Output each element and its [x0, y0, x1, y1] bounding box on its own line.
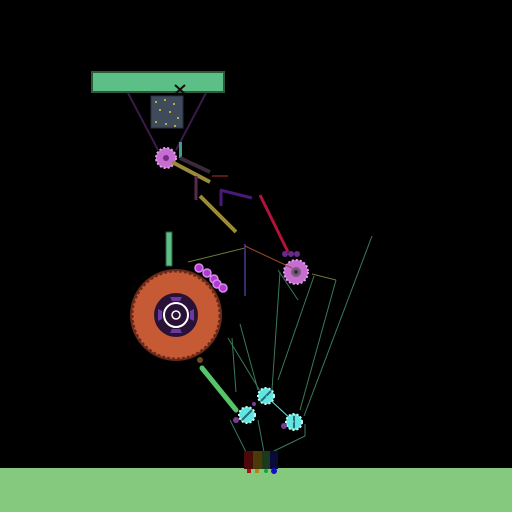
ball [202, 268, 212, 278]
thin-lines-right [227, 235, 373, 453]
marker-green [264, 469, 268, 473]
block-green[interactable] [262, 451, 270, 469]
big-orange-gear[interactable] [130, 269, 222, 361]
close-icon[interactable] [174, 84, 186, 95]
thin-line-1 [187, 247, 246, 263]
crate-speckles [155, 99, 179, 127]
top-platform[interactable] [91, 71, 225, 93]
connector [197, 357, 203, 363]
cyan-gear-1[interactable] [238, 406, 256, 424]
rope-right [175, 92, 207, 151]
marker-red [247, 469, 251, 473]
small-purple-bits [233, 402, 287, 429]
block-dark-red[interactable] [244, 451, 253, 469]
red-rod[interactable] [258, 194, 290, 253]
rope-left [127, 92, 159, 151]
magenta-balls[interactable] [194, 263, 228, 293]
small-pink-gear[interactable] [155, 147, 177, 169]
green-post [165, 231, 173, 267]
olive-rod-2[interactable] [198, 194, 238, 234]
cyan-link [265, 395, 295, 423]
teal-post [179, 142, 182, 158]
purple-beads [282, 251, 300, 257]
olive-rod-1[interactable] [171, 160, 211, 184]
pink-gear-right[interactable] [283, 259, 309, 285]
ball [194, 263, 204, 273]
thin-line-3 [244, 245, 293, 269]
hanging-crate[interactable] [150, 95, 184, 129]
ball [218, 283, 228, 293]
dark-rod [179, 156, 211, 174]
marker-blue [271, 468, 277, 474]
green-bar[interactable] [199, 365, 239, 413]
thin-line-4 [311, 273, 337, 281]
ground [0, 468, 512, 512]
marker-olive [255, 469, 259, 473]
block-olive[interactable] [253, 451, 262, 469]
block-navy[interactable] [270, 451, 278, 469]
link-3 [219, 188, 253, 200]
